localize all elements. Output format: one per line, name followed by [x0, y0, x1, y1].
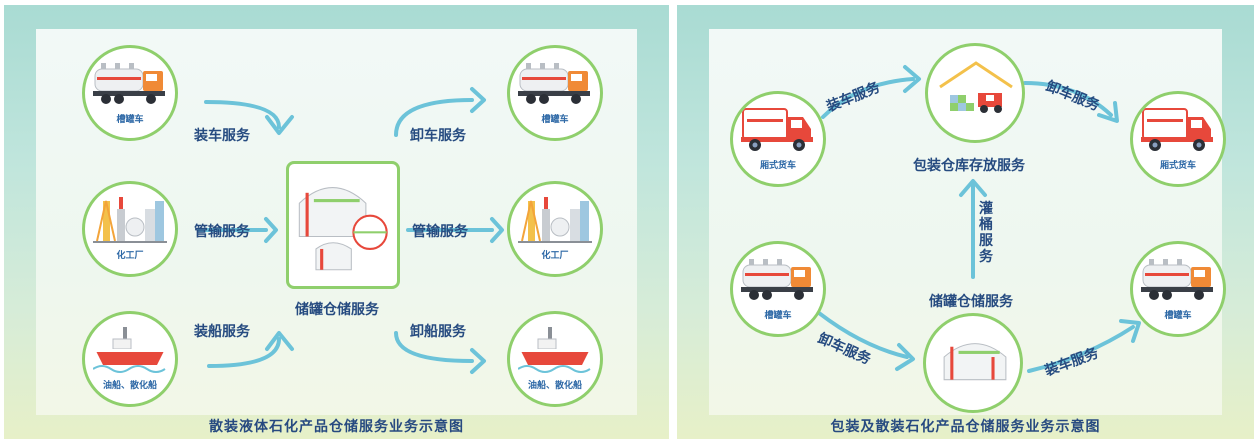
arrow-out-bot-head — [470, 348, 486, 374]
node-label: 厢式货车 — [1159, 161, 1196, 171]
node-label: 厢式货车 — [759, 161, 796, 171]
node-label: 油船、散化船 — [527, 381, 582, 391]
tank-truck-icon — [93, 62, 166, 105]
arrow-in-mid-head — [264, 217, 278, 243]
arrow-in-top — [204, 100, 281, 129]
arrow-unload-bot-head — [895, 343, 915, 371]
arrow-out-top-head — [470, 87, 486, 113]
service-in-bot: 装船服务 — [194, 324, 250, 340]
arrow-load-top-head — [903, 65, 921, 93]
arrow-unload-top — [1023, 81, 1113, 117]
node-label: 槽罐车 — [764, 311, 792, 321]
tanker-ship-icon — [93, 326, 166, 373]
node-label: 槽罐车 — [541, 115, 569, 125]
arrow-in-top-head — [265, 115, 294, 135]
tank-truck-icon — [518, 62, 591, 105]
caption-left: 散装液体石化产品仓储服务业务示意图 — [209, 419, 464, 435]
storage-tank-box — [286, 161, 400, 289]
arrow-unload-top-head — [1097, 101, 1119, 123]
node-chemical-plant-out: 化工厂 — [507, 181, 603, 277]
flow-arrows-right — [807, 65, 1141, 373]
service-out-bot: 卸船服务 — [410, 324, 466, 340]
arrow-load-bot-head — [1119, 319, 1141, 343]
warehouse-icon — [938, 61, 1014, 115]
service-in-mid: 管输服务 — [194, 224, 250, 240]
arrow-fill-head — [959, 179, 987, 197]
node-tanker-ship-in: 油船、散化船 — [82, 311, 178, 407]
storage-tank-icon — [943, 343, 1007, 381]
tank-truck-icon — [1141, 258, 1214, 301]
node-tank-truck-in: 槽罐车 — [82, 45, 178, 141]
arrow-out-bot — [394, 331, 474, 363]
arrow-load-top — [821, 77, 915, 119]
node-tank-truck-out: 槽罐车 — [507, 45, 603, 141]
arrow-out-top — [394, 98, 474, 137]
node-box-truck-out: 厢式货车 — [1130, 91, 1226, 187]
tank-truck-icon — [741, 258, 814, 301]
fill-barrel-service: 灌桶服务 — [979, 201, 995, 265]
node-tanker-ship-out: 油船、散化船 — [507, 311, 603, 407]
service-in-top: 装车服务 — [194, 128, 250, 144]
node-chemical-plant-in: 化工厂 — [82, 181, 178, 277]
packaged-bulk-diagram-panel: 厢式货车 厢式货车 槽罐车 槽罐车 包装仓库存放服务 灌桶服务 储罐仓储服务 装… — [677, 5, 1254, 439]
service-out-top: 卸车服务 — [410, 128, 466, 144]
arrow-in-bot-head — [265, 331, 294, 351]
node-label: 化工厂 — [116, 251, 144, 261]
arrow-load-bot — [1027, 325, 1135, 373]
node-tank-truck-out: 槽罐车 — [1130, 241, 1226, 337]
node-label: 化工厂 — [541, 251, 569, 261]
chemical-plant-icon — [93, 196, 167, 244]
node-storage-tank — [923, 313, 1023, 413]
node-warehouse — [925, 43, 1025, 143]
fill-barrel-label: 灌桶服务 — [979, 201, 993, 265]
service-out-mid: 管输服务 — [412, 224, 468, 240]
box-truck-icon — [741, 108, 814, 152]
flow-arrows-left — [197, 87, 504, 374]
warehouse-storage-label: 包装仓库存放服务 — [913, 158, 1025, 174]
arrow-in-bot — [207, 337, 281, 368]
node-box-truck-in: 厢式货车 — [730, 91, 826, 187]
node-label: 槽罐车 — [116, 115, 144, 125]
tank-storage-label: 储罐仓储服务 — [929, 294, 1013, 310]
arrow-out-mid-head — [490, 217, 504, 243]
center-label-tank-storage: 储罐仓储服务 — [295, 302, 379, 318]
storage-tanks-icon — [298, 187, 388, 271]
box-truck-icon — [1141, 108, 1214, 152]
bulk-liquid-diagram-panel: 槽罐车 化工厂 油船、散化船 槽罐车 化工厂 油船、散化船 储罐仓储服务 装车服… — [4, 5, 669, 439]
tanker-ship-icon — [518, 326, 591, 373]
node-label: 油船、散化船 — [102, 381, 157, 391]
chemical-plant-icon — [518, 196, 592, 244]
caption-right: 包装及散装石化产品仓储服务业务示意图 — [830, 419, 1101, 435]
node-label: 槽罐车 — [1164, 311, 1192, 321]
node-tank-truck-in: 槽罐车 — [730, 241, 826, 337]
